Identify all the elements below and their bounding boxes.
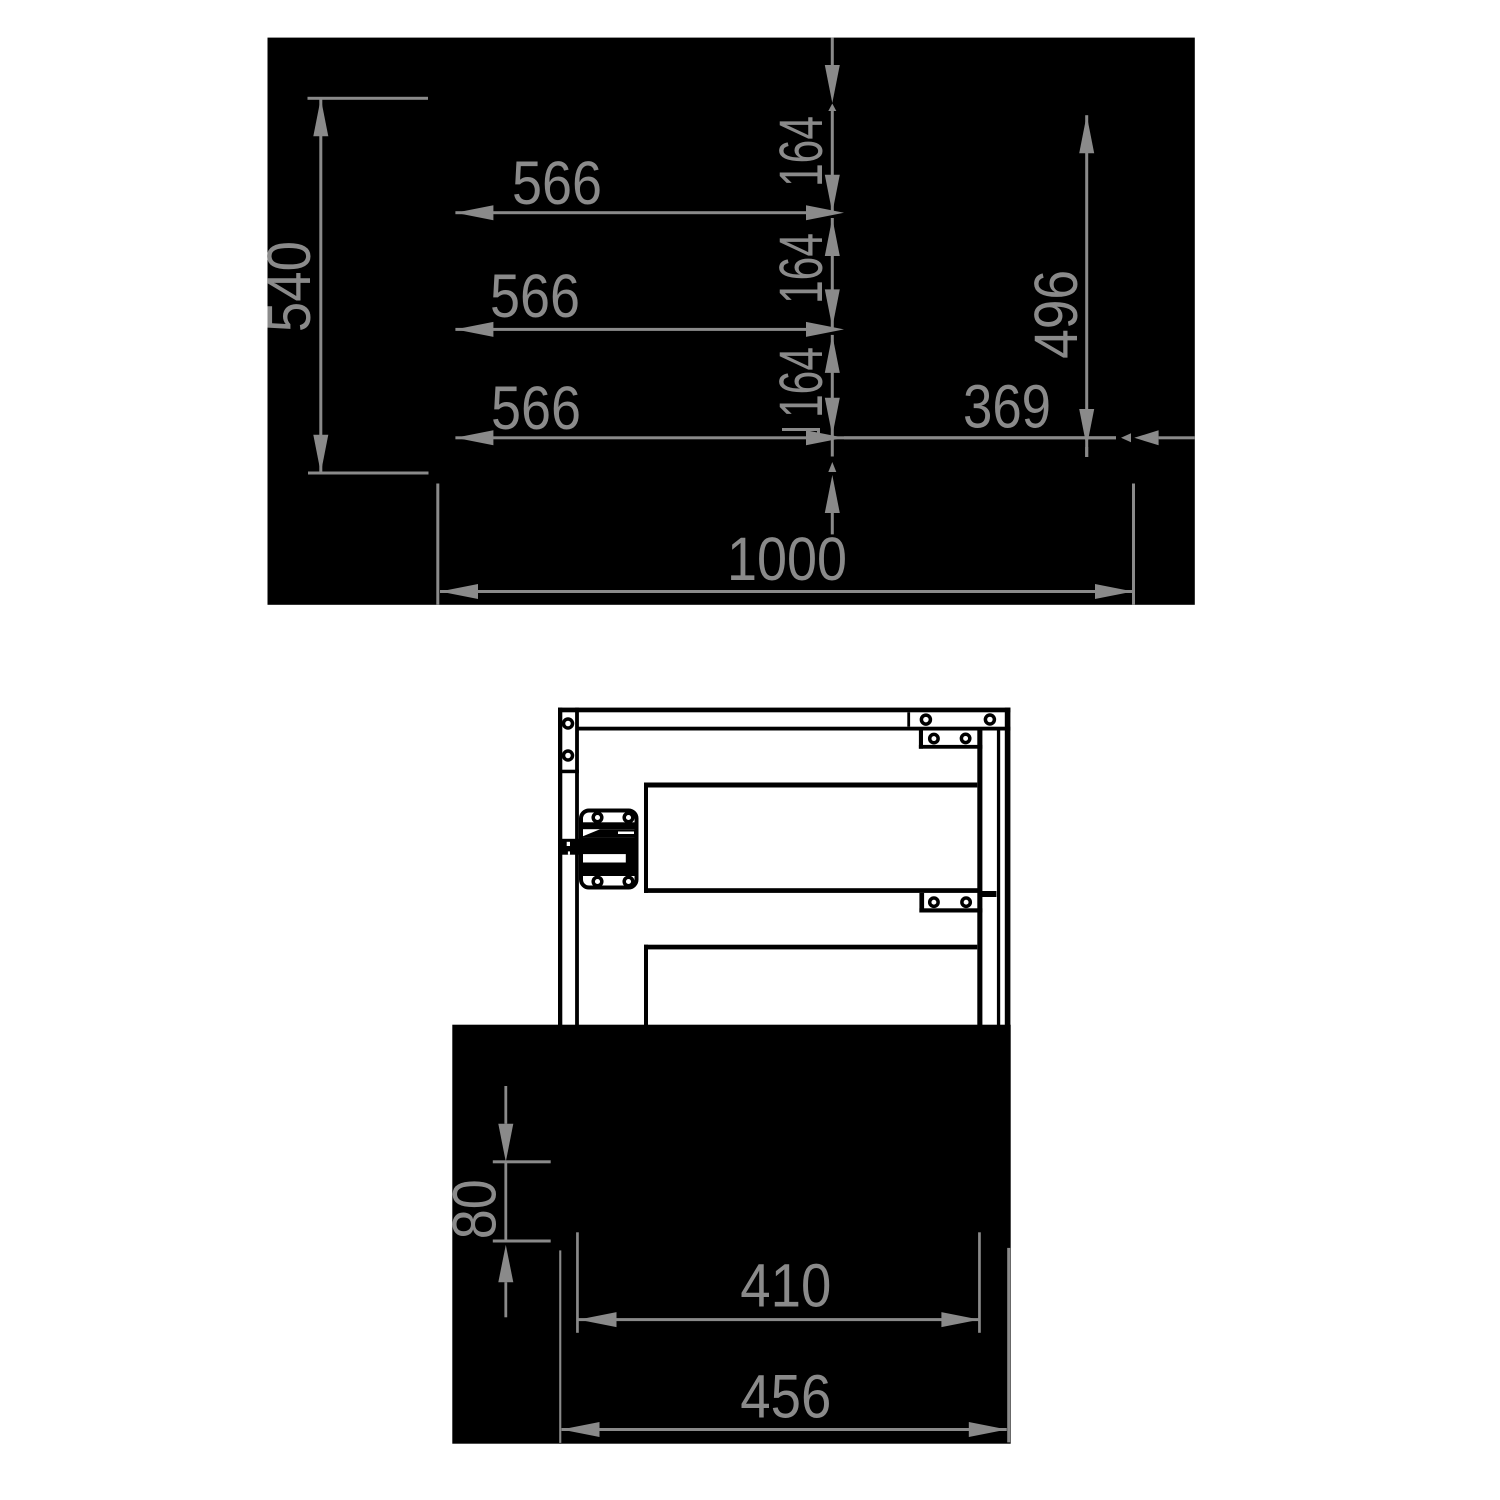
svg-text:566: 566 (491, 374, 581, 442)
svg-text:80: 80 (441, 1179, 509, 1239)
svg-text:164: 164 (767, 233, 835, 304)
svg-text:456: 456 (740, 1363, 831, 1431)
svg-text:540: 540 (255, 241, 323, 332)
svg-text:369: 369 (963, 373, 1051, 441)
svg-text:164: 164 (767, 347, 835, 418)
svg-text:164: 164 (767, 116, 835, 187)
svg-text:566: 566 (512, 149, 602, 217)
svg-text:410: 410 (740, 1252, 831, 1320)
svg-text:1000: 1000 (727, 525, 847, 593)
svg-text:496: 496 (1022, 270, 1090, 359)
svg-text:566: 566 (490, 262, 580, 330)
